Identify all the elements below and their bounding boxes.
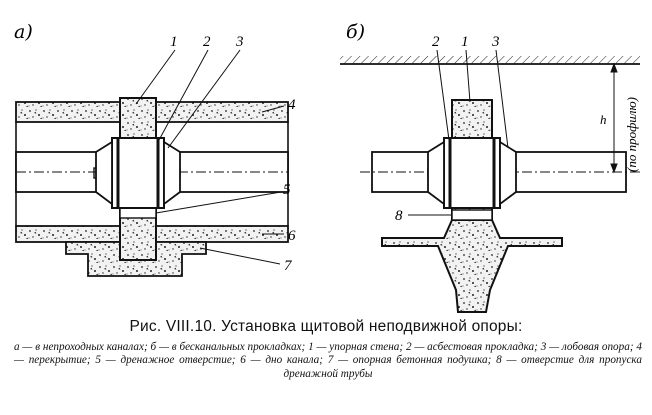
label-a-2: 2	[203, 34, 211, 50]
leader-b-2	[436, 49, 450, 141]
leader-7	[199, 247, 281, 265]
label-a-7: 7	[284, 258, 293, 274]
front-support-right-b	[499, 140, 517, 206]
panel-a-label: а)	[14, 21, 33, 43]
label-a-5: 5	[283, 182, 291, 198]
thrust-plate	[111, 137, 165, 209]
label-a-1: 1	[170, 34, 178, 50]
front-support-left	[95, 140, 113, 206]
label-b-1: 1	[461, 34, 469, 50]
leader-b-1	[465, 49, 471, 103]
depth-note: (по профилю)	[624, 97, 639, 172]
label-b-3: 3	[491, 34, 500, 50]
panel-b-label: б)	[346, 21, 365, 43]
ground-hatching	[340, 56, 640, 64]
figure-caption-legend: а — в непроходных каналах; б — в бескана…	[14, 341, 642, 380]
thrust-plate-b	[443, 137, 501, 209]
label-a-4: 4	[288, 97, 296, 113]
drainage-pipe-opening	[451, 209, 493, 221]
leader-2	[158, 49, 209, 141]
leader-3	[167, 49, 241, 149]
label-a-6: 6	[288, 228, 296, 244]
depth-arrow-top	[610, 62, 618, 73]
depth-symbol: h	[600, 112, 607, 127]
label-b-8: 8	[395, 208, 403, 224]
anchor-foundation	[381, 219, 563, 313]
label-a-3: 3	[235, 34, 244, 50]
leader-b-3	[495, 49, 509, 149]
front-support-left-b	[427, 140, 445, 206]
panel-a: а)	[14, 21, 296, 277]
figure-caption-title: Рис. VIII.10. Установка щитовой неподвиж…	[129, 318, 523, 335]
front-support-right	[163, 140, 181, 206]
leader-1	[135, 49, 176, 105]
panel-b: б) h (по профилю)	[340, 21, 640, 313]
depth-arrow-bottom	[610, 163, 618, 174]
leader-5	[155, 191, 282, 214]
label-b-2: 2	[432, 34, 440, 50]
drainage-hole	[119, 207, 157, 219]
leader-4	[261, 105, 285, 113]
